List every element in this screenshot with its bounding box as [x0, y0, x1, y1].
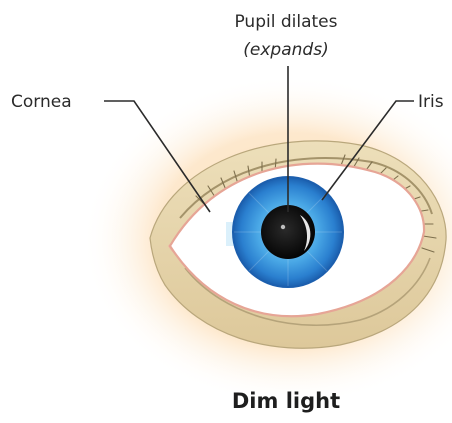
- iris-label: Iris: [418, 92, 444, 112]
- pupil-glint: [281, 225, 285, 229]
- cornea-label: Cornea: [11, 92, 72, 112]
- pupil-sub-label: (expands): [243, 40, 328, 60]
- pupil-title-label: Pupil dilates: [234, 12, 337, 32]
- caption: Dim light: [232, 389, 340, 413]
